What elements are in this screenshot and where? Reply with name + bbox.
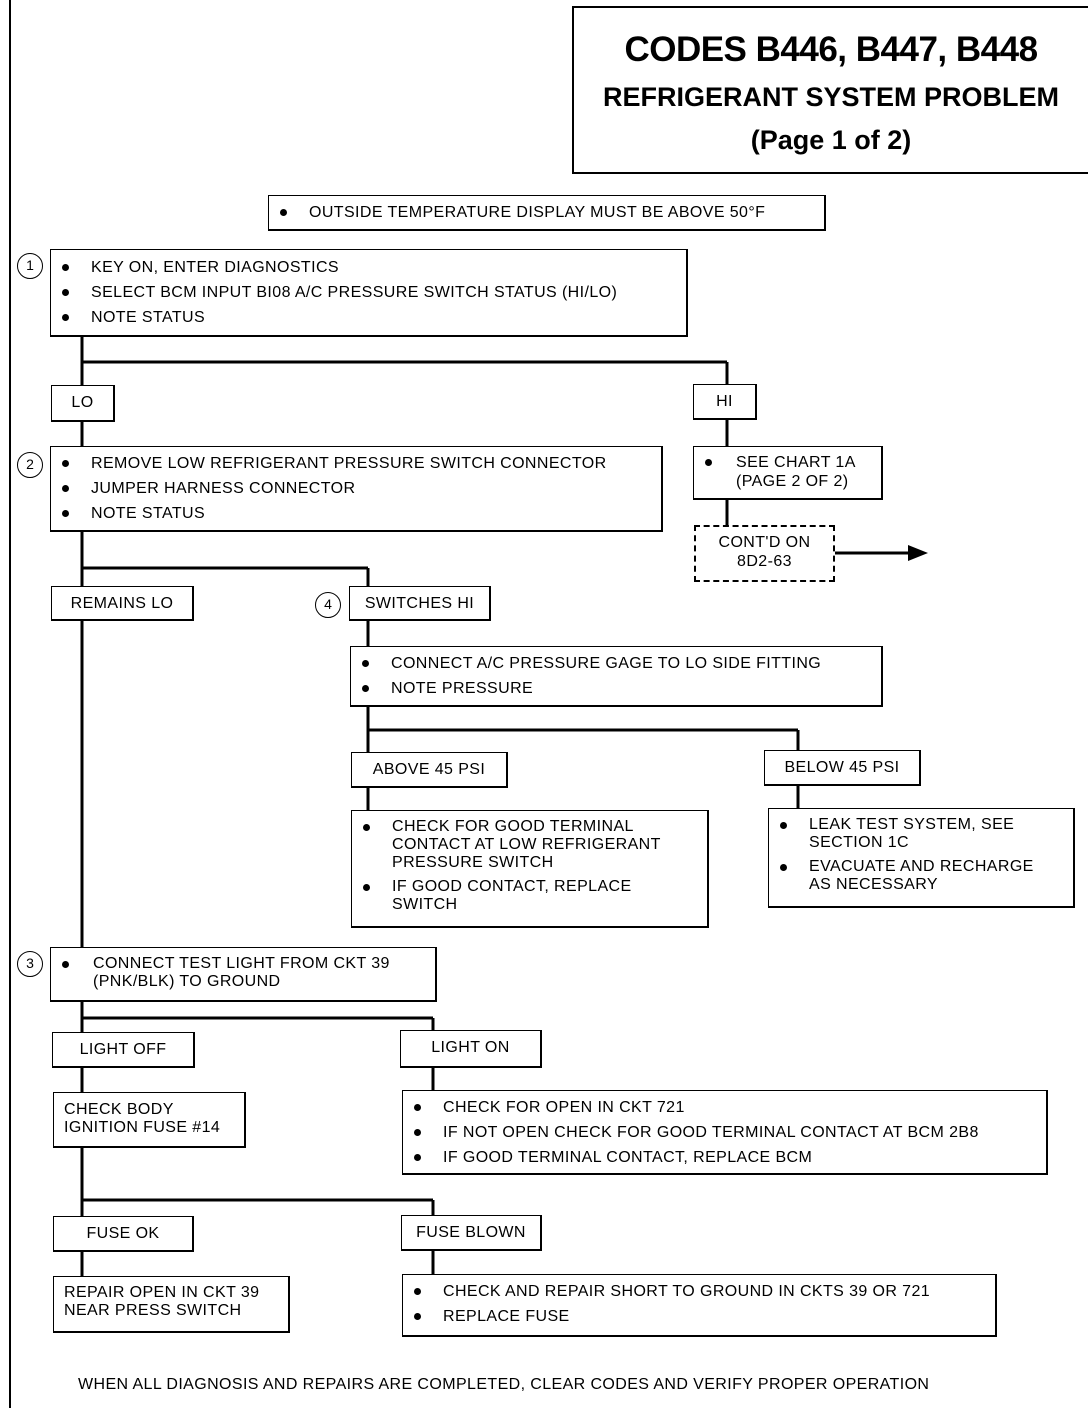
- below-45-line: EVACUATE AND RECHARGE: [809, 858, 1034, 875]
- fuse-blown-action-box: CHECK AND REPAIR SHORT TO GROUND IN CKTS…: [402, 1274, 997, 1337]
- continued-reference: 8D2-63: [737, 553, 792, 570]
- light-on-item: CHECK FOR OPEN IN CKT 721: [403, 1098, 1046, 1117]
- step-1-item: NOTE STATUS: [51, 308, 686, 327]
- check-fuse-line: CHECK BODY: [64, 1101, 174, 1118]
- light-on-action-box: CHECK FOR OPEN IN CKT 721 IF NOT OPEN CH…: [402, 1090, 1048, 1175]
- switches-hi-label: SWITCHES HI: [349, 586, 491, 621]
- below-45-label: BELOW 45 PSI: [764, 750, 921, 786]
- gage-box: CONNECT A/C PRESSURE GAGE TO LO SIDE FIT…: [350, 646, 883, 707]
- fuse-ok-action-line: NEAR PRESS SWITCH: [64, 1302, 242, 1319]
- light-on-label: LIGHT ON: [400, 1030, 542, 1068]
- see-chart-box: SEE CHART 1A (PAGE 2 OF 2): [693, 446, 883, 500]
- step-1-marker: 1: [17, 253, 43, 279]
- check-fuse-line: IGNITION FUSE #14: [64, 1119, 221, 1136]
- gage-item: NOTE PRESSURE: [351, 679, 881, 698]
- precondition-text: OUTSIDE TEMPERATURE DISPLAY MUST BE ABOV…: [269, 203, 824, 222]
- below-45-line: LEAK TEST SYSTEM, SEE: [809, 816, 1015, 833]
- fuse-blown-label: FUSE BLOWN: [401, 1215, 542, 1251]
- step-3-box: CONNECT TEST LIGHT FROM CKT 39 (PNK/BLK)…: [50, 947, 437, 1002]
- step-1-box: KEY ON, ENTER DIAGNOSTICS SELECT BCM INP…: [50, 249, 688, 337]
- fuse-ok-label: FUSE OK: [53, 1216, 194, 1252]
- above-45-line: CONTACT AT LOW REFRIGERANT: [392, 836, 661, 853]
- step-3-line: CONNECT TEST LIGHT FROM CKT 39: [93, 955, 390, 972]
- step-2-item: JUMPER HARNESS CONNECTOR: [51, 479, 661, 498]
- title-block: CODES B446, B447, B448 REFRIGERANT SYSTE…: [572, 6, 1088, 174]
- page-indicator: (Page 1 of 2): [750, 125, 912, 155]
- below-45-line: SECTION 1C: [809, 834, 910, 851]
- branch-hi: HI: [693, 384, 757, 420]
- see-chart-line: SEE CHART 1A: [736, 454, 856, 471]
- fuse-blown-item: CHECK AND REPAIR SHORT TO GROUND IN CKTS…: [403, 1282, 995, 1301]
- step-2-marker: 2: [17, 452, 43, 478]
- step-3-item: CONNECT TEST LIGHT FROM CKT 39 (PNK/BLK)…: [51, 955, 435, 991]
- branch-lo: LO: [51, 385, 115, 422]
- light-on-item: IF NOT OPEN CHECK FOR GOOD TERMINAL CONT…: [403, 1123, 1046, 1142]
- step-1-item: SELECT BCM INPUT BI08 A/C PRESSURE SWITC…: [51, 283, 686, 302]
- step-2-item: REMOVE LOW REFRIGERANT PRESSURE SWITCH C…: [51, 454, 661, 473]
- step-3-marker: 3: [17, 951, 43, 977]
- step-4-marker: 4: [315, 592, 341, 618]
- diagram-subtitle: REFRIGERANT SYSTEM PROBLEM: [602, 82, 1060, 112]
- check-fuse-box: CHECK BODY IGNITION FUSE #14: [53, 1092, 246, 1148]
- below-45-item: EVACUATE AND RECHARGE AS NECESSARY: [769, 858, 1073, 894]
- fuse-ok-action-line: REPAIR OPEN IN CKT 39: [64, 1284, 260, 1301]
- above-45-line: SWITCH: [392, 896, 458, 913]
- above-45-item: IF GOOD CONTACT, REPLACE SWITCH: [352, 878, 707, 914]
- continued-box: CONT'D ON 8D2-63: [694, 525, 835, 582]
- light-on-item: IF GOOD TERMINAL CONTACT, REPLACE BCM: [403, 1148, 1046, 1167]
- above-45-label: ABOVE 45 PSI: [351, 752, 508, 788]
- footer-note: WHEN ALL DIAGNOSIS AND REPAIRS ARE COMPL…: [78, 1376, 930, 1393]
- fuse-ok-action-box: REPAIR OPEN IN CKT 39 NEAR PRESS SWITCH: [53, 1276, 290, 1333]
- step-1-item: KEY ON, ENTER DIAGNOSTICS: [51, 258, 686, 277]
- precondition-box: OUTSIDE TEMPERATURE DISPLAY MUST BE ABOV…: [268, 195, 826, 231]
- below-45-line: AS NECESSARY: [809, 876, 938, 893]
- gage-item: CONNECT A/C PRESSURE GAGE TO LO SIDE FIT…: [351, 654, 881, 673]
- above-45-line: PRESSURE SWITCH: [392, 854, 554, 871]
- below-45-item: LEAK TEST SYSTEM, SEE SECTION 1C: [769, 816, 1073, 852]
- step-2-item: NOTE STATUS: [51, 504, 661, 523]
- diagram-title: CODES B446, B447, B448: [624, 30, 1038, 69]
- continued-label: CONT'D ON: [718, 534, 811, 551]
- see-chart-page: (PAGE 2 OF 2): [736, 473, 849, 490]
- fuse-blown-item: REPLACE FUSE: [403, 1307, 995, 1326]
- below-45-action-box: LEAK TEST SYSTEM, SEE SECTION 1C EVACUAT…: [768, 808, 1075, 908]
- above-45-line: IF GOOD CONTACT, REPLACE: [392, 878, 632, 895]
- remains-lo-label: REMAINS LO: [51, 586, 194, 621]
- above-45-line: CHECK FOR GOOD TERMINAL: [392, 818, 634, 835]
- above-45-item: CHECK FOR GOOD TERMINAL CONTACT AT LOW R…: [352, 818, 707, 872]
- above-45-action-box: CHECK FOR GOOD TERMINAL CONTACT AT LOW R…: [351, 810, 709, 928]
- light-off-label: LIGHT OFF: [52, 1032, 195, 1068]
- see-chart-item: SEE CHART 1A (PAGE 2 OF 2): [694, 453, 881, 491]
- step-3-line: (PNK/BLK) TO GROUND: [93, 973, 281, 990]
- step-2-box: REMOVE LOW REFRIGERANT PRESSURE SWITCH C…: [50, 446, 663, 532]
